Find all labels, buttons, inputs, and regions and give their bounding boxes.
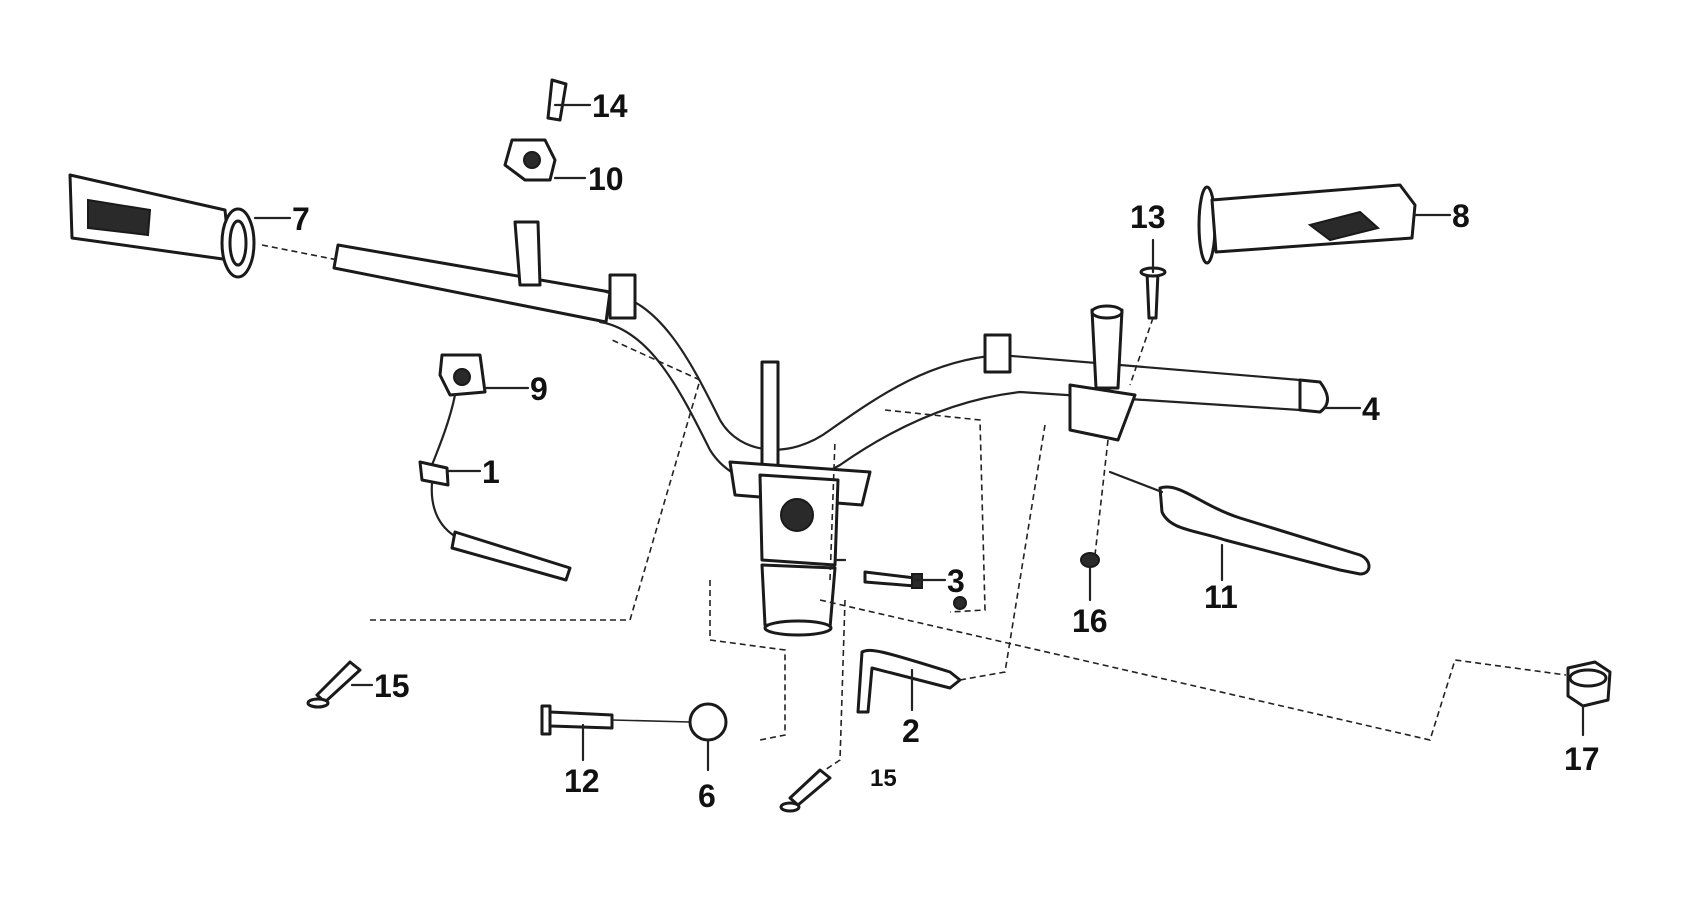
screw-15-left (306, 660, 362, 709)
leader-lines (253, 103, 1585, 772)
left-grip (68, 173, 256, 279)
callout-15-left: 15 (374, 668, 410, 704)
callout-6: 6 (698, 778, 716, 814)
switch-cable (418, 353, 572, 582)
callout-17: 17 (1564, 741, 1600, 777)
brake-lever (1108, 470, 1371, 576)
callout-15-bottom: 15 (870, 765, 897, 792)
cap-6 (688, 702, 728, 742)
callout-8: 8 (1452, 198, 1470, 234)
callout-10: 10 (588, 161, 624, 197)
right-grip (1197, 183, 1417, 265)
callout-1: 1 (482, 454, 500, 490)
clamp-top (503, 78, 568, 182)
callout-3: 3 (947, 563, 965, 599)
callout-labels: 14 10 7 13 8 9 4 1 3 11 16 15 2 15 12 6 … (292, 88, 1600, 814)
callout-16: 16 (1072, 603, 1108, 639)
callout-7: 7 (292, 201, 310, 237)
callout-13: 13 (1130, 199, 1166, 235)
guide-lines (261, 244, 1567, 771)
washer-16 (1080, 552, 1100, 568)
screw-15-bottom (779, 768, 832, 813)
callout-9: 9 (530, 371, 548, 407)
handlebar-tube (332, 220, 1329, 486)
callout-12: 12 (564, 763, 600, 799)
callout-14: 14 (592, 88, 628, 124)
bracket-2 (856, 648, 962, 714)
nut-17 (1566, 660, 1612, 708)
bolt-12 (540, 704, 691, 736)
callout-11: 11 (1204, 579, 1238, 615)
center-stem (728, 360, 872, 637)
screw-13 (1139, 266, 1167, 320)
callout-4: 4 (1362, 391, 1380, 427)
callout-2: 2 (902, 713, 920, 749)
